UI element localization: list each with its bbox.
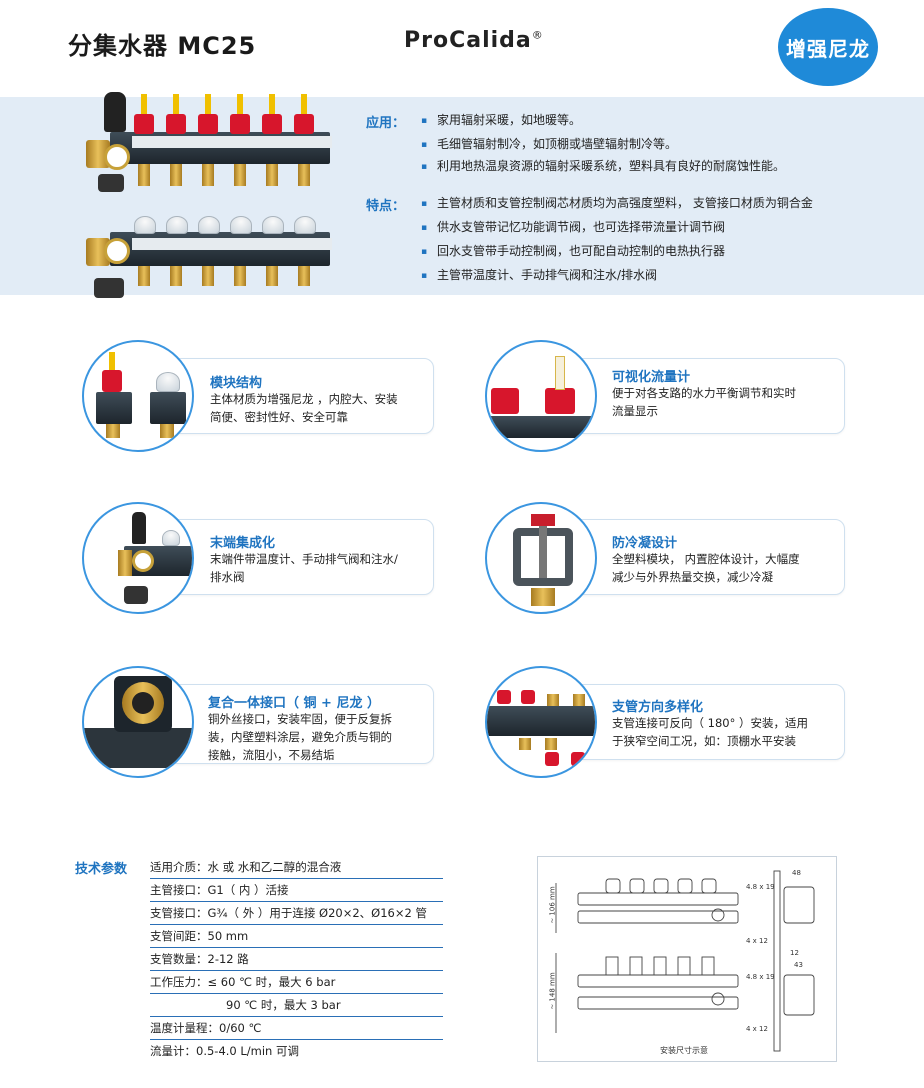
direction-image bbox=[485, 666, 597, 778]
feature-desc: 排水阀 bbox=[210, 570, 245, 584]
feature-title: 模块结构 bbox=[210, 376, 263, 391]
material-badge: 增强尼龙 bbox=[778, 8, 878, 86]
brand-logo: ProCalida® bbox=[404, 28, 544, 53]
tech-row-indent: 90 ℃ 时，最大 3 bar bbox=[226, 998, 341, 1012]
feature-desc: 末端件带温度计、手动排气阀和注水/ bbox=[210, 552, 398, 566]
feature-desc: 全塑料模块， 内置腔体设计，大幅度 bbox=[612, 552, 800, 566]
feature-item: 回水支管带手动控制阀，也可配自动控制的电热执行器 bbox=[421, 243, 725, 260]
feature-desc: 铜外丝接口，安装牢固，便于反复拆 bbox=[208, 712, 392, 726]
screw-label: 4 x 12 bbox=[746, 1025, 768, 1033]
feature-desc: 装，内壁塑料涂层，避免介质与铜的 bbox=[208, 730, 392, 744]
anticondensation-image bbox=[485, 502, 597, 614]
tech-row: 90 ℃ 时，最大 3 bar bbox=[150, 994, 443, 1017]
page-title: 分集水器 MC25 bbox=[68, 32, 257, 60]
screw-label: 4 x 12 bbox=[746, 937, 768, 945]
end-unit-image bbox=[82, 502, 194, 614]
usage-item: 毛细管辐射制冷，如顶棚或墙壁辐射制冷等。 bbox=[421, 136, 677, 153]
tech-title: 技术参数 bbox=[75, 862, 128, 877]
feature-item: 主管材质和支管控制阀芯材质均为高强度塑料， 支管接口材质为铜合金 bbox=[421, 195, 813, 212]
dim-bottom: ~ 148 mm bbox=[548, 972, 557, 1010]
tech-row: 支管间距：50 mm bbox=[150, 925, 443, 948]
usage-item: 利用地热温泉资源的辐射采暖系统，塑料具有良好的耐腐蚀性能。 bbox=[421, 158, 785, 175]
tech-row: 支管数量：2-12 路 bbox=[150, 948, 443, 971]
feature-desc: 流量显示 bbox=[612, 404, 658, 418]
manifold-top-image bbox=[82, 86, 342, 196]
feature-title: 可视化流量计 bbox=[612, 370, 691, 385]
brand-name: ProCalida bbox=[404, 28, 532, 53]
manifold-bottom-image bbox=[82, 208, 342, 312]
screw-label: 4.8 x 19 bbox=[746, 973, 775, 981]
feature-card-end bbox=[150, 519, 434, 595]
screw-label: 4.8 x 19 bbox=[746, 883, 775, 891]
flowmeter-image bbox=[485, 340, 597, 452]
diagram-drawing bbox=[555, 870, 815, 1052]
features-label: 特点： bbox=[366, 199, 406, 214]
tech-row: 主管接口：G1（ 内 ）活接 bbox=[150, 879, 443, 902]
tech-row: 流量计：0.5-4.0 L/min 可调 bbox=[150, 1044, 300, 1058]
feature-desc: 主体材质为增强尼龙 ，内腔大、安装 bbox=[210, 392, 398, 406]
feature-card-module bbox=[150, 358, 434, 434]
feature-title: 复合一体接口（ 铜 + 尼龙 ） bbox=[208, 696, 380, 711]
feature-card-anticondensation bbox=[555, 519, 845, 595]
tech-row: 工作压力：≤ 60 ℃ 时，最大 6 bar bbox=[150, 971, 443, 994]
side-dim: 43 bbox=[794, 961, 803, 969]
feature-desc: 简便、密封性好、安全可靠 bbox=[210, 410, 348, 424]
connector-image bbox=[82, 666, 194, 778]
feature-desc: 减少与外界热量交换，减少冷凝 bbox=[612, 570, 773, 584]
usage-item: 家用辐射采暖，如地暖等。 bbox=[421, 112, 581, 129]
feature-desc: 支管连接可反向（ 180° ）安装，适用 bbox=[612, 716, 809, 730]
feature-title: 支管方向多样化 bbox=[612, 700, 704, 715]
tech-row: 适用介质：水 或 水和乙二醇的混合液 bbox=[150, 856, 443, 879]
feature-title: 末端集成化 bbox=[210, 536, 276, 551]
feature-title: 防冷凝设计 bbox=[612, 536, 678, 551]
dim-top: ~ 106 mm bbox=[548, 886, 557, 924]
installation-diagram: ~ 106 mm ~ 148 mm 4.8 x 19 4 x 12 4.8 x … bbox=[537, 856, 837, 1062]
registered-mark: ® bbox=[531, 28, 544, 42]
diagram-caption: 安装尺寸示意 bbox=[660, 1046, 708, 1055]
feature-desc: 于狭窄空间工况，如：顶棚水平安装 bbox=[612, 734, 796, 748]
tech-row: 支管接口：G¾（ 外 ）用于连接 Ø20×2、Ø16×2 管 bbox=[150, 902, 443, 925]
feature-card-flowmeter bbox=[555, 358, 845, 434]
feature-desc: 便于对各支路的水力平衡调节和实时 bbox=[612, 386, 796, 400]
feature-item: 主管带温度计、手动排气阀和注水/排水阀 bbox=[421, 267, 657, 284]
tech-row: 温度计量程：0/60 ℃ bbox=[150, 1017, 443, 1040]
feature-desc: 接触，流阻小，不易结垢 bbox=[208, 748, 335, 762]
side-dim: 48 bbox=[792, 869, 801, 877]
usage-label: 应用： bbox=[366, 116, 406, 131]
feature-item: 供水支管带记忆功能调节阀，也可选择带流量计调节阀 bbox=[421, 219, 725, 236]
module-image bbox=[82, 340, 194, 452]
side-dim: 12 bbox=[790, 949, 799, 957]
